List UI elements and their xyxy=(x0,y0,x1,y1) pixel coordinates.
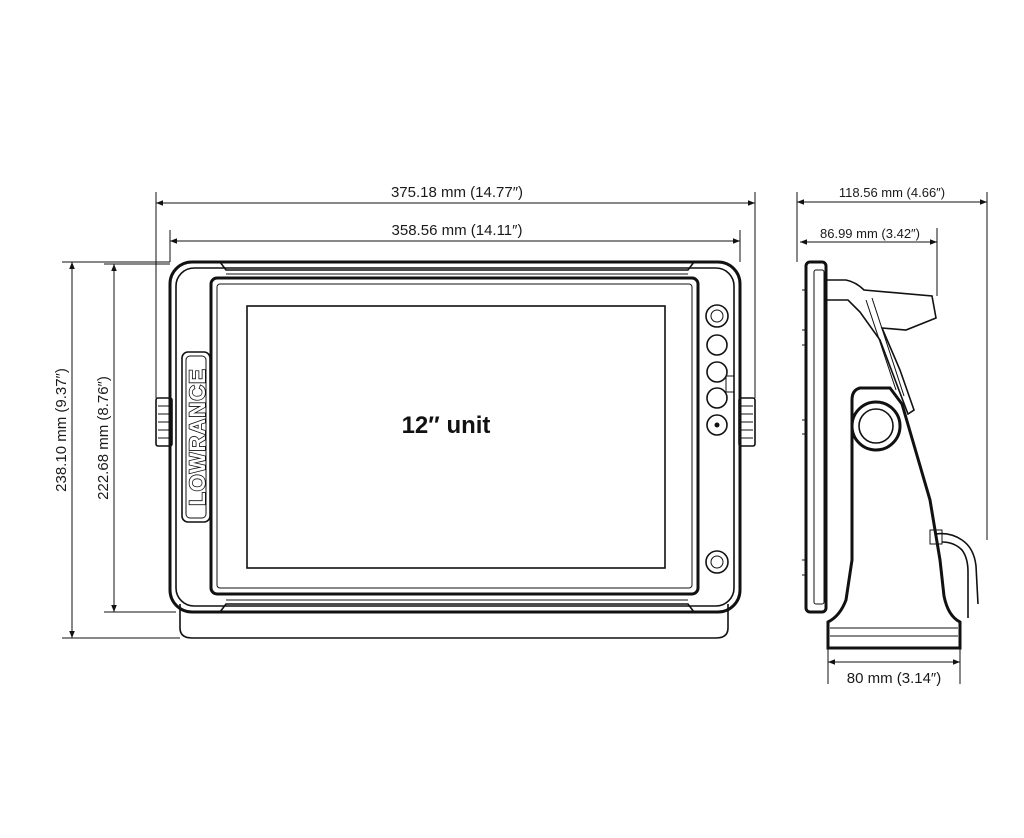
housing-width-label: 358.56 mm (14.11″) xyxy=(392,222,523,239)
bottom-lip xyxy=(179,604,729,639)
dim-housing-height: 222.68 mm (8.76″) xyxy=(95,263,176,613)
bracket-width-label: 80 mm (3.14″) xyxy=(847,670,942,687)
side-view xyxy=(802,260,979,650)
dim-bracket-width: 80 mm (3.14″) xyxy=(827,648,961,687)
brand-logo: LOWRANCE xyxy=(185,368,210,506)
overall-depth-label: 118.56 mm (4.66″) xyxy=(839,185,945,200)
housing-height-label: 222.68 mm (8.76″) xyxy=(95,376,112,500)
keypad-button-3 xyxy=(706,361,728,383)
rear-housing xyxy=(826,279,937,416)
bracket-knob xyxy=(850,400,902,452)
keypad-button-1 xyxy=(705,304,729,328)
screen-label: 12″ unit xyxy=(402,412,491,439)
unit-depth-label: 86.99 mm (3.42″) xyxy=(820,226,920,241)
overall-width-label: 375.18 mm (14.77″) xyxy=(391,184,523,201)
outer-housing xyxy=(168,260,742,614)
keypad-button-bottom xyxy=(705,550,729,574)
bracket-base xyxy=(826,386,962,650)
overall-height-label: 238.10 mm (9.37″) xyxy=(53,368,70,492)
left-mount-knob xyxy=(155,397,173,447)
display-profile xyxy=(804,260,828,614)
screen xyxy=(246,305,666,569)
keypad-button-2 xyxy=(706,334,728,356)
brand-plate xyxy=(181,351,211,523)
dim-housing-width: 358.56 mm (14.11″) xyxy=(169,222,741,262)
dim-unit-depth: 86.99 mm (3.42″) xyxy=(800,226,938,296)
dim-overall-height: 238.10 mm (9.37″) xyxy=(53,261,180,639)
power-cable xyxy=(935,532,979,605)
dim-overall-width: 375.18 mm (14.77″) xyxy=(155,184,756,398)
dim-overall-depth: 118.56 mm (4.66″) xyxy=(796,185,988,540)
front-view: 12″ unit LOWRANCE xyxy=(155,260,756,639)
keypad-button-4 xyxy=(706,387,728,409)
power-button xyxy=(706,414,728,436)
inner-bezel xyxy=(209,276,700,596)
keypad xyxy=(705,304,735,574)
